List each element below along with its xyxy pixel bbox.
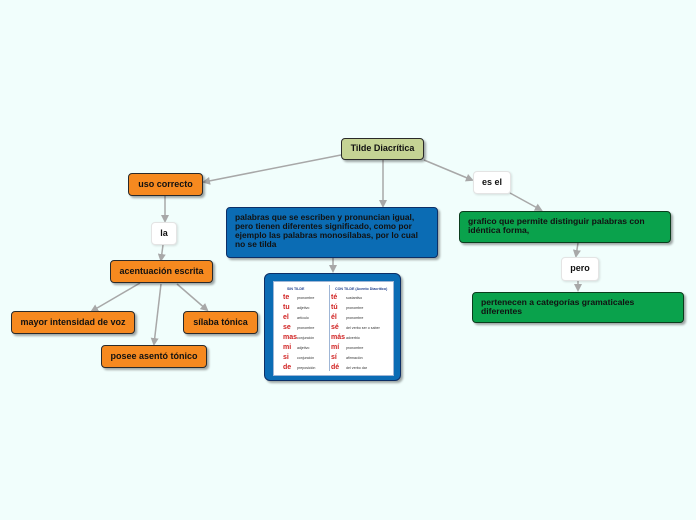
edge-la-to-acentuacion: [157, 244, 166, 262]
node-silaba-tonica[interactable]: sílaba tónica: [183, 311, 258, 334]
es-el-label: es el: [481, 176, 503, 187]
tilde-table: SIN TILDE CON TILDE (Acento Diacrítico) …: [273, 281, 394, 376]
mayor-intensidad-label: mayor intensidad de voz: [20, 316, 126, 327]
category-con-tilde: pronombre: [346, 316, 364, 320]
table-header-con-tilde: CON TILDE (Acento Diacrítico): [335, 287, 388, 291]
word-sin-tilde: el: [283, 314, 289, 321]
word-con-tilde: más: [331, 334, 346, 341]
node-pertenecen-categorias[interactable]: pertenecen a categorías gramaticales dif…: [472, 292, 684, 323]
edge-acent-to-mayor: [90, 282, 141, 313]
posee-asento-label: posee asentó tónico: [110, 350, 198, 361]
word-sin-tilde: tu: [283, 304, 290, 311]
category-sin-tilde: pronombre: [297, 296, 315, 300]
table-row: tu adjetivo tú pronombre: [274, 303, 393, 313]
edge-esel-to-grafico: [509, 192, 543, 211]
category-sin-tilde: artículo: [297, 316, 309, 320]
node-mayor-intensidad[interactable]: mayor intensidad de voz: [11, 311, 135, 334]
tilde-table-image: SIN TILDE CON TILDE (Acento Diacrítico) …: [264, 273, 401, 381]
category-con-tilde: sustantivo: [346, 296, 363, 300]
word-sin-tilde: mas: [283, 334, 298, 341]
table-row: mas conjunción más adverbio: [274, 333, 393, 343]
word-sin-tilde: de: [283, 364, 292, 371]
palabras-label: palabras que se escriben y pronuncian ig…: [235, 212, 418, 250]
category-sin-tilde: conjunción: [297, 356, 315, 360]
node-grafico-definicion[interactable]: grafico que permite distinguir palabras …: [459, 211, 671, 243]
edge-acent-to-posee: [150, 283, 162, 346]
pertenecen-label: pertenecen a categorías gramaticales dif…: [481, 297, 635, 317]
category-con-tilde: del verbo ser o saber: [346, 326, 380, 330]
table-column-divider: [329, 285, 330, 371]
silaba-tonica-label: sílaba tónica: [193, 316, 248, 327]
word-sin-tilde: se: [283, 324, 291, 331]
edge-grafico-to-pero: [572, 242, 581, 258]
category-con-tilde: afirmación: [346, 356, 363, 360]
table-row: si conjunción sí afirmación: [274, 353, 393, 363]
node-es-el[interactable]: es el: [473, 171, 511, 194]
category-sin-tilde: conjunción: [297, 336, 315, 340]
word-con-tilde: dé: [331, 364, 340, 371]
word-sin-tilde: te: [283, 294, 290, 301]
word-sin-tilde: si: [283, 354, 289, 361]
table-row: mi adjetivo mí pronombre: [274, 343, 393, 353]
category-con-tilde: adverbio: [346, 336, 360, 340]
grafico-label: grafico que permite distinguir palabras …: [468, 216, 645, 236]
edge-root-to-uso: [202, 154, 342, 185]
category-sin-tilde: adjetivo: [297, 306, 310, 310]
category-sin-tilde: preposición: [297, 366, 316, 370]
word-con-tilde: mí: [331, 344, 340, 351]
word-sin-tilde: mi: [283, 344, 292, 351]
la-label: la: [160, 227, 168, 238]
table-header-sin-tilde: SIN TILDE: [287, 287, 305, 291]
node-la[interactable]: la: [151, 222, 177, 245]
uso-correcto-label: uso correcto: [138, 178, 193, 189]
edge-root-to-es-el: [423, 159, 474, 182]
node-pero[interactable]: pero: [561, 257, 599, 281]
edge-acent-to-silaba: [176, 283, 209, 312]
node-posee-asento-tonico[interactable]: posee asentó tónico: [101, 345, 207, 368]
word-con-tilde: tú: [331, 304, 338, 311]
category-sin-tilde: pronombre: [297, 326, 315, 330]
node-palabras-definicion[interactable]: palabras que se escriben y pronuncian ig…: [226, 207, 438, 258]
node-acentuacion-escrita[interactable]: acentuación escrita: [110, 260, 213, 283]
root-label: Tilde Diacrítica: [350, 143, 415, 154]
node-uso-correcto[interactable]: uso correcto: [128, 173, 203, 196]
table-row: te pronombre té sustantivo: [274, 293, 393, 303]
word-con-tilde: él: [331, 314, 337, 321]
category-sin-tilde: adjetivo: [297, 346, 310, 350]
category-con-tilde: pronombre: [346, 346, 364, 350]
table-row: de preposición dé del verbo dar: [274, 363, 393, 373]
category-con-tilde: del verbo dar: [346, 366, 367, 370]
category-con-tilde: pronombre: [346, 306, 364, 310]
table-row: se pronombre sé del verbo ser o saber: [274, 323, 393, 333]
table-row: el artículo él pronombre: [274, 313, 393, 323]
pero-label: pero: [570, 263, 590, 274]
acentuacion-label: acentuación escrita: [119, 265, 204, 276]
word-con-tilde: sé: [331, 324, 339, 331]
root-node-tilde-diacritica[interactable]: Tilde Diacrítica: [341, 138, 424, 160]
word-con-tilde: té: [331, 294, 338, 301]
word-con-tilde: sí: [331, 354, 337, 361]
